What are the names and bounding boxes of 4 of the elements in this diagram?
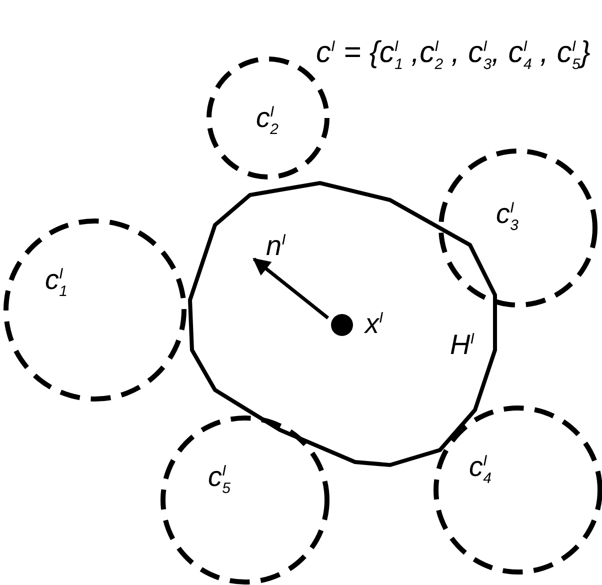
set-formula: c$^{I}$ = {c$^{I}$$_{1}$ ,c$^{I}$$_{2}$ , c$^{I}$$_{3}$, c$^{I}$$_{4}$ , c$^{I}$$_{5}$}: [316, 38, 590, 72]
vector-label: n$^{I}$: [266, 232, 286, 260]
point-label: x$^{I}$: [365, 310, 384, 338]
shape-label: H$^{I}$: [450, 331, 474, 359]
